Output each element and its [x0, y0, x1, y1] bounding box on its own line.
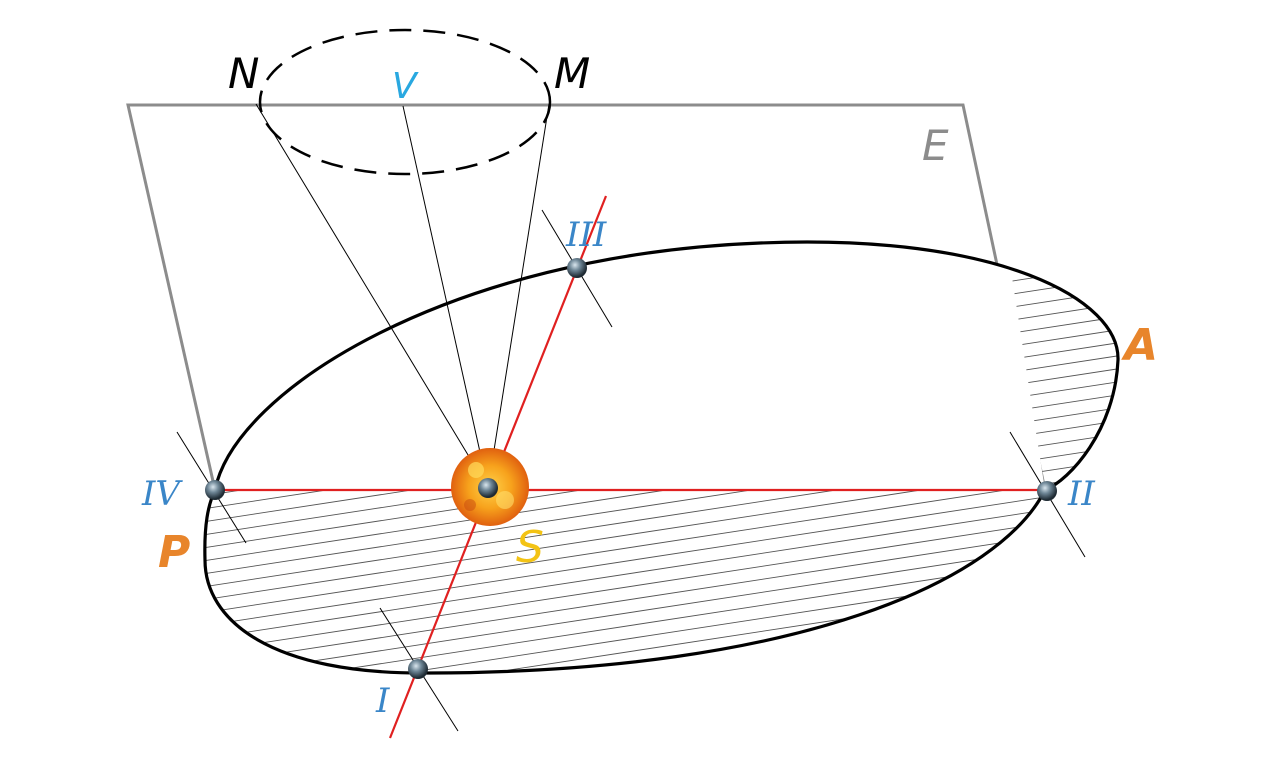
hatch-line	[204, 600, 1119, 674]
earth-II	[1037, 481, 1057, 501]
precession-circle	[258, 28, 552, 176]
label-M: M	[554, 49, 590, 98]
hatch-line	[204, 470, 1119, 622]
earth-I	[408, 659, 428, 679]
axis-lines	[255, 103, 550, 489]
hatch-line	[204, 483, 1119, 635]
hatch-line	[204, 535, 1119, 674]
label-S: S	[516, 522, 544, 573]
hatch-line	[204, 639, 1119, 674]
hatch-line	[204, 509, 1119, 661]
earth-IV	[205, 480, 225, 500]
hatch-line	[204, 626, 1119, 674]
hatch-line	[204, 548, 1119, 674]
label-E: E	[922, 121, 949, 170]
earth-orbit	[203, 240, 1120, 675]
hatch-line	[204, 496, 1119, 648]
hatch-line	[204, 574, 1119, 674]
hatch-line	[204, 561, 1119, 674]
label-N: N	[228, 49, 259, 98]
hatch-line	[204, 522, 1119, 674]
hatch-line	[204, 613, 1119, 674]
hatched-region	[204, 242, 1119, 674]
earth-III	[567, 258, 587, 278]
label-P: P	[158, 527, 190, 578]
label-IV: IV	[141, 474, 183, 514]
label-A: A	[1121, 320, 1158, 371]
label-I: I	[375, 681, 390, 721]
label-II: II	[1067, 474, 1095, 514]
earth-at-sun	[478, 478, 498, 498]
label-III: III	[565, 215, 607, 255]
label-V: V	[392, 66, 419, 107]
